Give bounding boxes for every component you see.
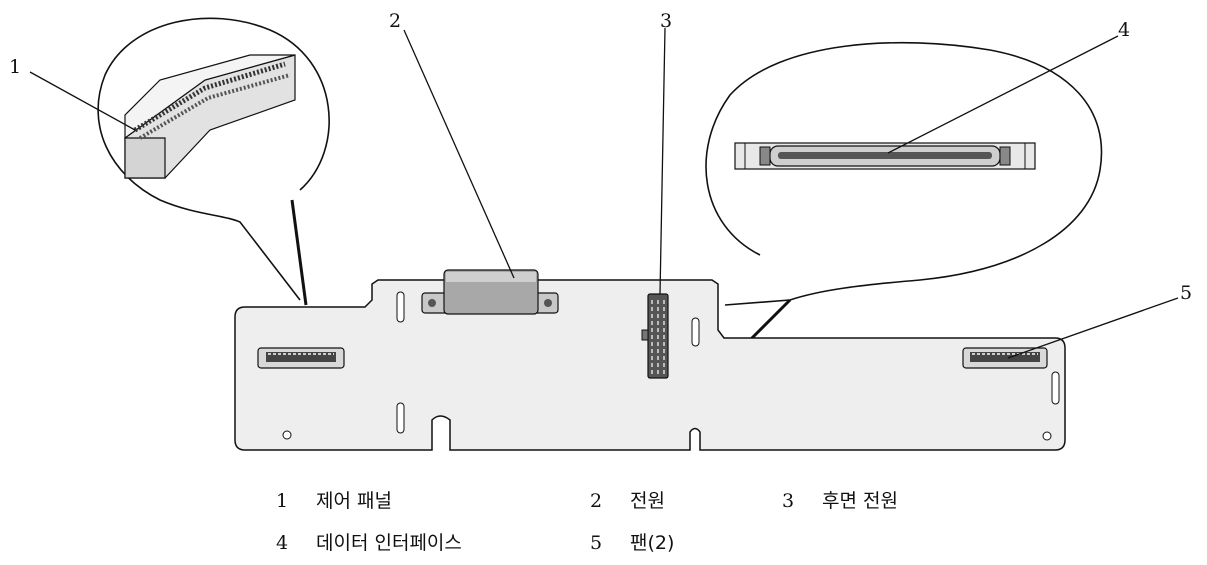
callout-1: 1 — [9, 56, 21, 78]
power-connector — [421, 269, 559, 315]
callout-4: 4 — [1118, 19, 1130, 41]
control-panel-zoom-bubble — [97, 17, 330, 306]
callout-5: 5 — [1180, 282, 1192, 304]
legend-number: 2 — [590, 490, 603, 512]
data-interface-connector-icon — [734, 142, 1036, 170]
legend-label: 전원 — [630, 490, 665, 512]
callout-2: 2 — [389, 10, 401, 32]
control-panel-header — [257, 347, 345, 369]
legend-number: 1 — [276, 490, 289, 512]
data-interface-zoom-bubble — [705, 41, 1103, 344]
legend-item-power: 2 전원 — [590, 486, 665, 513]
legend-number: 4 — [276, 532, 289, 554]
leader-lines — [29, 27, 1179, 359]
fan-connector — [962, 347, 1048, 369]
legend-number: 3 — [782, 490, 795, 512]
rear-power-connector — [641, 293, 669, 379]
legend-item-rear-power: 3 후면 전원 — [782, 486, 898, 513]
legend-label: 데이터 인터페이스 — [316, 532, 462, 554]
legend-number: 5 — [590, 532, 603, 554]
legend-item-data-interface: 4 데이터 인터페이스 — [276, 528, 462, 555]
legend-label: 후면 전원 — [822, 490, 898, 512]
component-legend: 1 제어 패널 2 전원 3 후면 전원 4 데이터 인터페이스 5 팬(2) — [270, 480, 990, 560]
legend-item-control-panel: 1 제어 패널 — [276, 486, 392, 513]
legend-label: 팬(2) — [630, 532, 675, 554]
control-panel-connector-icon — [124, 54, 296, 179]
legend-item-fan: 5 팬(2) — [590, 528, 674, 555]
legend-label: 제어 패널 — [316, 490, 392, 512]
callout-3: 3 — [660, 10, 672, 32]
backplane-board — [234, 269, 1066, 451]
